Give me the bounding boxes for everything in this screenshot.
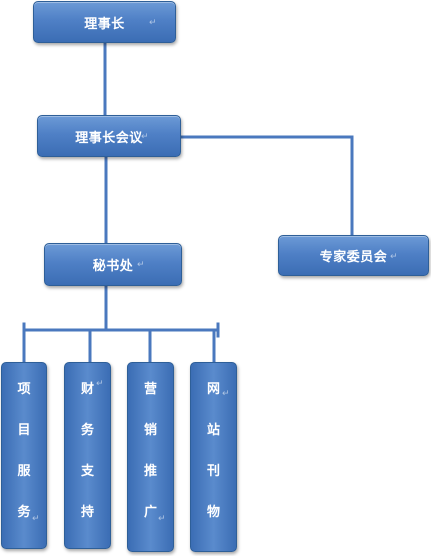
connector-council-expert — [178, 135, 354, 238]
paragraph-mark-icon: ↵ — [390, 252, 398, 262]
dept-1-char-3: 服 — [17, 464, 31, 479]
paragraph-mark-icon: ↵ — [96, 379, 104, 389]
node-council-label: 理事长会议 — [75, 130, 143, 146]
node-secretariat-label: 秘书处 — [92, 259, 134, 274]
node-secretariat: 秘书处 ↵ — [44, 243, 182, 286]
node-expert-committee-label: 专家委员会 — [319, 250, 388, 265]
paragraph-mark-icon: ↵ — [222, 389, 230, 399]
paragraph-mark-icon: ↵ — [32, 514, 40, 524]
dept-1-char-1: 项 — [17, 382, 31, 397]
node-dept-website-publications: 网 站 刊 物 ↵ — [190, 362, 237, 552]
dept-3-char-3: 推 — [143, 464, 157, 479]
node-dept-marketing: 营 销 推 广 ↵ — [127, 362, 174, 552]
paragraph-mark-icon: ↵ — [158, 514, 166, 524]
dept-1-char-4: 务 — [17, 505, 31, 520]
dept-4-char-4: 物 — [206, 505, 220, 520]
paragraph-mark-icon: ↵ — [149, 18, 157, 28]
node-expert-committee: 专家委员会 ↵ — [278, 235, 429, 276]
node-director-label: 理事长 — [84, 16, 125, 32]
dept-1-char-2: 目 — [17, 423, 31, 438]
paragraph-mark-icon: ↵ — [141, 132, 149, 142]
dept-2-char-3: 支 — [80, 464, 94, 479]
dept-2-char-4: 持 — [80, 505, 94, 520]
dept-4-char-1: 网 — [206, 382, 220, 397]
dept-3-char-1: 营 — [143, 382, 157, 397]
paragraph-mark-icon: ↵ — [137, 260, 145, 270]
dept-3-char-2: 销 — [143, 423, 157, 438]
node-council: 理事长会议 ↵ — [37, 115, 181, 157]
dept-4-char-2: 站 — [206, 423, 220, 438]
dept-4-char-3: 刊 — [206, 464, 220, 479]
dept-3-char-4: 广 — [143, 505, 157, 520]
node-dept-financial-support: 财 务 支 持 ↵ — [64, 362, 111, 549]
dept-2-char-2: 务 — [80, 423, 94, 438]
node-director: 理事长 ↵ — [33, 1, 176, 43]
dept-2-char-1: 财 — [80, 382, 94, 397]
node-dept-project-services: 项 目 服 务 ↵ — [1, 362, 47, 549]
